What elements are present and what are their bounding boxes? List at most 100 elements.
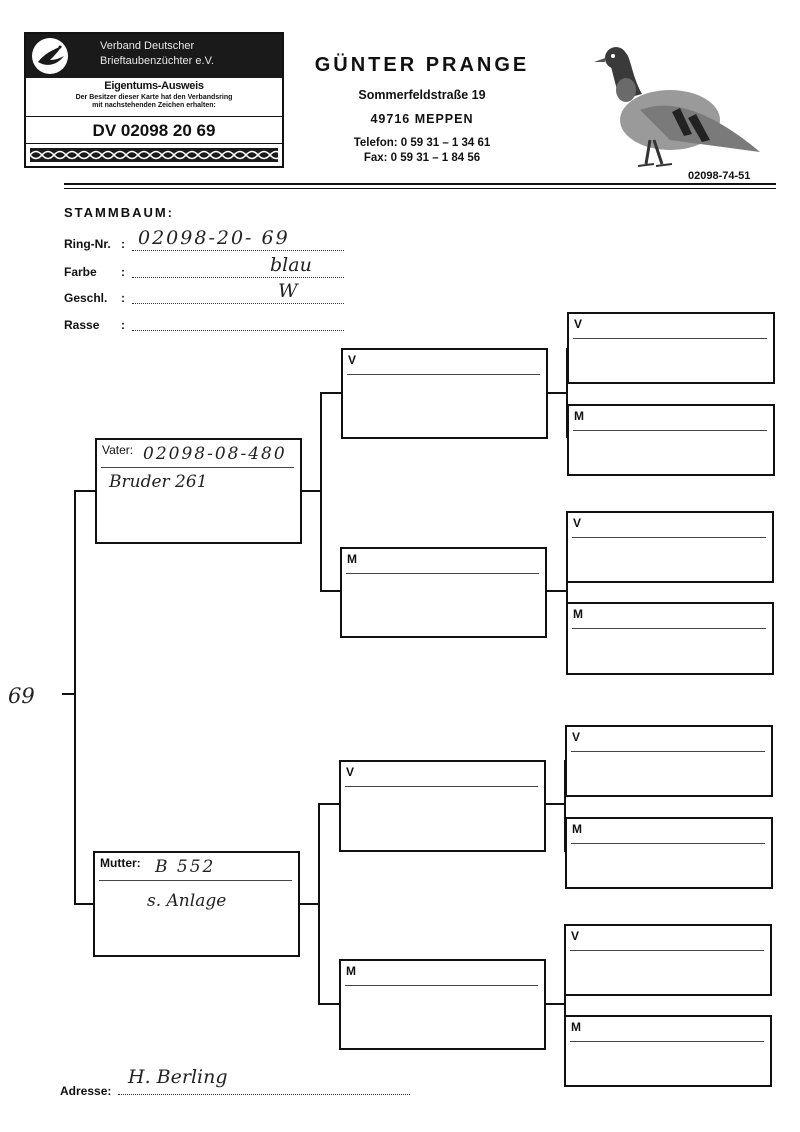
father-note: Bruder 261 [109,472,208,492]
connector-mm-out [544,1003,566,1005]
connector-father-vertical [320,392,322,592]
entry-line [573,338,767,339]
connector-mf-vertical [564,760,566,852]
breed-field[interactable] [132,330,344,331]
great-grandparent-box-8[interactable]: M [564,1015,772,1087]
great-grandparent-box-2[interactable]: M [567,404,775,476]
great-grandparent-box-6[interactable]: M [565,817,773,889]
paternal-grandmother-box[interactable]: M [340,547,547,638]
connector-to-father [74,490,96,492]
great-grandparent-box-7[interactable]: V [564,924,772,996]
ring-label: Ring-Nr. [64,237,111,251]
badge-org-line1: Verband Deutscher [100,40,195,52]
m-label: M [573,607,583,621]
mother-box[interactable]: Mutter: B 552 s. Anlage [93,851,300,957]
mother-note: s. Anlage [147,891,227,911]
pigeon-logo-icon [32,38,68,74]
owner-code: 02098-74-51 [688,170,751,182]
father-label: Vater: [102,443,134,457]
entry-line [345,985,538,986]
badge-note-line2: mit nachstehenden Zeichen erhalten: [92,102,216,109]
address-field[interactable] [118,1094,410,1095]
entry-line [571,751,765,752]
great-grandparent-box-3[interactable]: V [566,511,774,583]
m-label: M [574,409,584,423]
connector-ff-out [546,392,568,394]
color-field[interactable] [132,277,344,278]
address-label: Adresse: [60,1084,112,1098]
connector-to-fm [320,590,342,592]
entry-line [347,374,540,375]
m-label: M [572,822,582,836]
breed-label: Rasse [64,318,100,332]
entry-line [573,430,767,431]
badge-note-line1: Der Besitzer dieser Karte hat den Verban… [75,94,233,101]
connector-fm-vertical [566,546,568,638]
v-label: V [573,516,582,530]
ring-value: 02098-20- 69 [138,227,290,249]
sex-colon: : [121,291,125,305]
father-line [101,467,294,468]
v-label: V [574,317,583,331]
badge-ornament-border [30,148,278,162]
connector-father-out [301,490,322,492]
father-ring: 02098-08-480 [143,444,287,464]
connector-to-mf [318,803,340,805]
maternal-grandfather-box[interactable]: V [339,760,546,852]
connector-to-mother [74,903,94,905]
breed-colon: : [121,318,125,332]
owner-phone: Telefon: 0 59 31 – 1 34 61 [353,137,491,149]
connector-to-ff [320,392,342,394]
entry-line [572,628,766,629]
connector-mf-out [544,803,566,805]
m-label: M [571,1020,581,1034]
pigeon-illustration [594,47,760,167]
owner-name: GÜNTER PRANGE [314,54,530,76]
color-colon: : [121,265,125,279]
mother-line [99,880,292,881]
ring-field[interactable] [132,250,344,251]
m-label: M [346,964,356,978]
v-label: V [571,929,580,943]
owner-city: 49716 MEPPEN [370,112,474,126]
m-label: M [347,552,357,566]
connector-fm-out [546,590,568,592]
owner-street: Sommerfeldstraße 19 [358,88,486,102]
maternal-grandmother-box[interactable]: M [339,959,546,1050]
great-grandparent-box-5[interactable]: V [565,725,773,797]
entry-line [345,786,538,787]
left-margin-note: 69 [8,684,35,708]
form-heading: STAMMBAUM: [64,205,175,220]
color-value: blau [270,254,312,276]
badge-number-box: DV 02098 20 69 [26,116,282,144]
paternal-grandfather-box[interactable]: V [341,348,548,439]
owner-fax: Fax: 0 59 31 – 1 84 56 [363,152,481,164]
header-divider [64,183,776,185]
membership-badge: Verband Deutscher Brieftaubenzüchter e.V… [24,32,284,168]
color-label: Farbe [64,265,97,279]
mother-label: Mutter: [100,856,141,870]
connector-root [62,693,76,695]
connector-mother-out [299,903,320,905]
v-label: V [346,765,355,779]
sex-value: W [278,280,298,302]
father-box[interactable]: Vater: 02098-08-480 Bruder 261 [95,438,302,544]
entry-line [570,950,764,951]
badge-ring-number: DV 02098 20 69 [92,121,216,140]
connector-mm-vertical [564,958,566,1050]
header-divider-thin [64,188,776,189]
mother-ring: B 552 [155,857,216,877]
entry-line [571,843,765,844]
v-label: V [572,730,581,744]
connector-to-mm [318,1003,340,1005]
connector-mother-vertical [318,803,320,1005]
great-grandparent-box-1[interactable]: V [567,312,775,384]
entry-line [346,573,539,574]
badge-org-line2: Brieftaubenzüchter e.V. [100,55,214,67]
sex-field[interactable] [132,303,344,304]
connector-root-vertical [74,490,76,905]
badge-header-band: Verband Deutscher Brieftaubenzüchter e.V… [26,34,282,78]
great-grandparent-box-4[interactable]: M [566,602,774,675]
address-value: H. Berling [128,1066,228,1088]
entry-line [572,537,766,538]
